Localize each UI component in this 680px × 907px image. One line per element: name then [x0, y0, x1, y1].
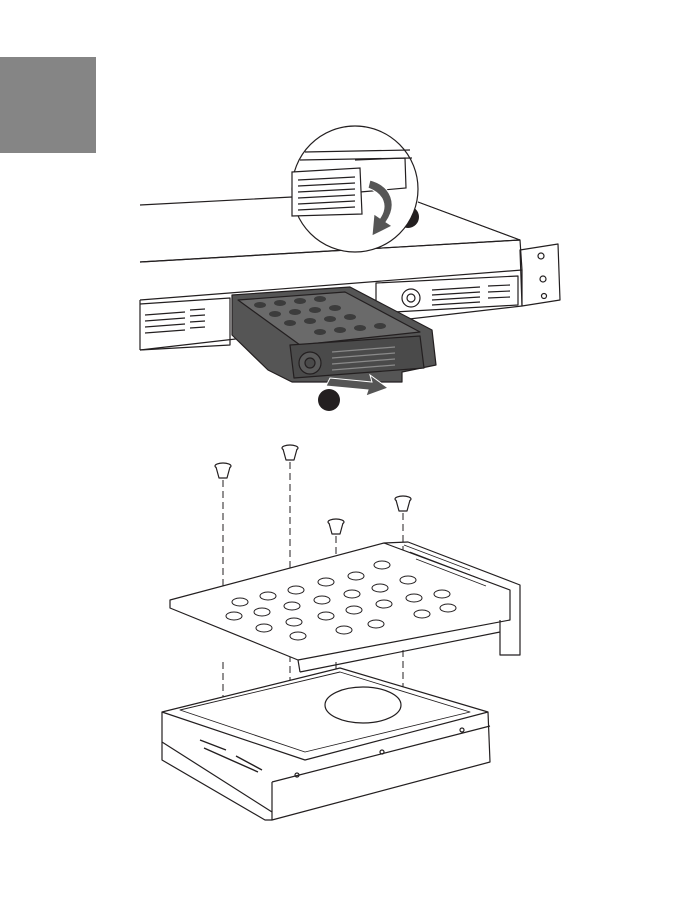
hard-drive-front	[162, 712, 490, 820]
drive-tray	[232, 287, 436, 382]
remove-drive-tray-figure	[0, 0, 680, 430]
hard-drive-platter	[325, 687, 401, 723]
screw-icon	[395, 496, 411, 511]
tray-plate	[170, 543, 510, 660]
detail-magnifier	[292, 126, 520, 252]
screw-icon	[282, 445, 298, 460]
screw-icon	[215, 463, 231, 478]
screw-icon	[328, 519, 344, 534]
hard-drive-top	[162, 668, 488, 760]
rack-ear-hole	[538, 253, 544, 259]
right-bay-lock-icon	[402, 289, 420, 307]
